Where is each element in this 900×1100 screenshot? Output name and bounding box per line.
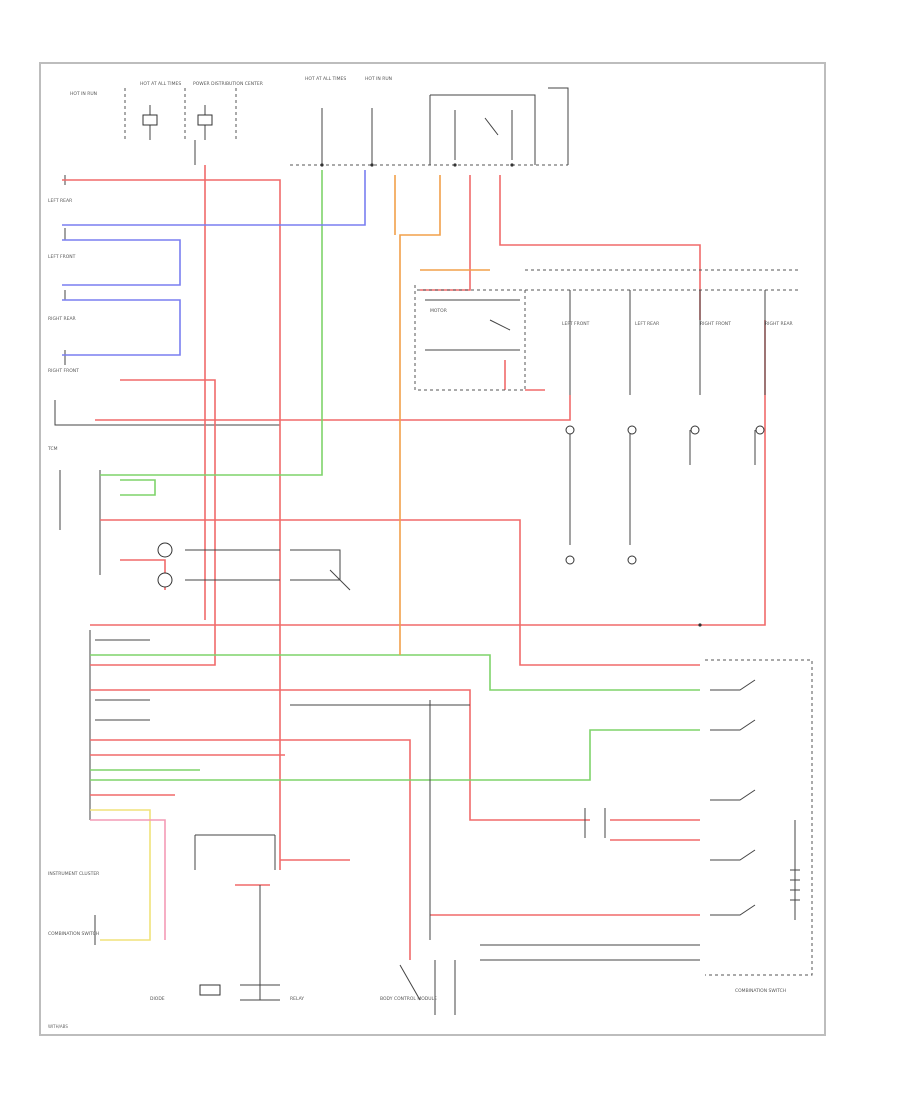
- bottom-label-2: RELAY: [290, 996, 304, 1002]
- top-center-fuse-label-1: HOT AT ALL TIMES: [305, 76, 346, 82]
- left-label-2: LEFT FRONT: [48, 254, 76, 260]
- bottom-left-connector: DIODE RELAY: [95, 639, 304, 1002]
- top-left-fuse-label-3: POWER DISTRIBUTION CENTER: [193, 81, 263, 87]
- red-wires: [62, 165, 766, 960]
- blue-wires: [62, 170, 366, 356]
- left-label-1: LEFT REAR: [48, 198, 72, 204]
- left-mid-components: [157, 542, 351, 591]
- lamp-label-4: RIGHT REAR: [765, 321, 793, 327]
- top-left-fuse-block: HOT IN RUN HOT AT ALL TIMES POWER DISTRI…: [70, 81, 263, 165]
- top-left-fuse-label-2: HOT AT ALL TIMES: [140, 81, 181, 87]
- left-label-3: RIGHT REAR: [48, 316, 76, 322]
- left-label-6: INSTRUMENT CLUSTER: [48, 871, 99, 877]
- diagram-frame: [39, 62, 826, 1036]
- right-label-combination-switch: COMBINATION SWITCH: [735, 988, 786, 994]
- lamp-label-3: RIGHT FRONT: [700, 321, 731, 327]
- right-combination-switch: COMBINATION SWITCH: [705, 659, 813, 994]
- top-center-fuse-label-2: HOT IN RUN: [365, 76, 392, 82]
- lamp-label-1: LEFT FRONT: [562, 321, 590, 327]
- orange-wires: [394, 175, 490, 655]
- bottom-label-1: DIODE: [150, 996, 165, 1002]
- yellow-pink-wires: [90, 809, 166, 941]
- bottom-label-3: BODY CONTROL MODULE: [380, 996, 437, 1002]
- bottom-center-switches: BODY CONTROL MODULE: [290, 700, 700, 1015]
- green-wires: [90, 170, 700, 781]
- footer-text: WITH/ABS: [48, 1024, 68, 1029]
- lamp-label-2: LEFT REAR: [635, 321, 659, 327]
- center-label-motor: MOTOR: [430, 308, 447, 314]
- left-label-7: COMBINATION SWITCH: [48, 931, 99, 937]
- center-relay-box: MOTOR: [414, 269, 800, 391]
- top-left-fuse-label-1: HOT IN RUN: [70, 91, 97, 97]
- left-label-5: TCM: [47, 446, 58, 452]
- lamp-columns: LEFT FRONT LEFT REAR RIGHT FRONT RIGHT R…: [562, 290, 793, 627]
- left-label-4: RIGHT FRONT: [48, 368, 79, 374]
- top-center-fuse-block: HOT AT ALL TIMES HOT IN RUN: [290, 76, 569, 167]
